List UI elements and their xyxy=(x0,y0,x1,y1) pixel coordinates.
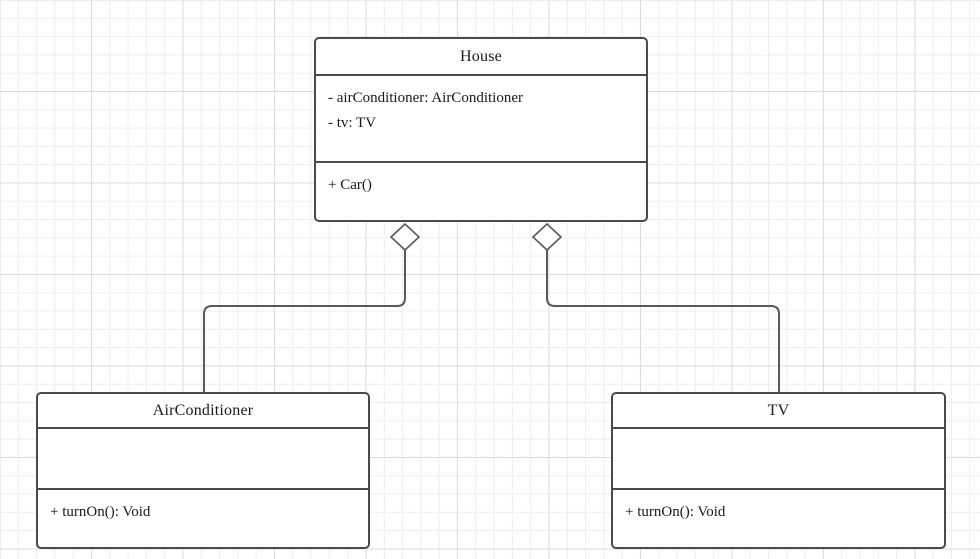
aggregation-link-house-airconditioner[interactable] xyxy=(203,249,406,393)
class-name-house: House xyxy=(316,39,646,76)
class-name-tv: TV xyxy=(613,394,944,429)
class-box-house[interactable]: House - airConditioner: AirConditioner -… xyxy=(314,37,648,222)
class-box-tv[interactable]: TV + turnOn(): Void xyxy=(611,392,946,549)
method-item: + Car() xyxy=(328,177,372,193)
methods-compartment-tv: + turnOn(): Void xyxy=(613,490,944,545)
aggregation-diamond-airconditioner xyxy=(389,222,421,252)
attribute-item: - tv: TV xyxy=(328,115,377,132)
attributes-compartment-house: - airConditioner: AirConditioner - tv: T… xyxy=(316,76,646,163)
aggregation-diamond-tv xyxy=(531,222,563,252)
methods-compartment-airconditioner: + turnOn(): Void xyxy=(38,490,368,545)
method-item: + turnOn(): Void xyxy=(50,504,151,520)
methods-compartment-house: + Car() xyxy=(316,163,646,218)
aggregation-link-house-tv[interactable] xyxy=(546,249,780,393)
method-item: + turnOn(): Void xyxy=(625,504,726,520)
class-name-airconditioner: AirConditioner xyxy=(38,394,368,429)
attributes-compartment-tv xyxy=(613,429,944,490)
class-box-airconditioner[interactable]: AirConditioner + turnOn(): Void xyxy=(36,392,370,549)
attributes-compartment-airconditioner xyxy=(38,429,368,490)
attribute-item: - airConditioner: AirConditioner xyxy=(328,90,523,106)
